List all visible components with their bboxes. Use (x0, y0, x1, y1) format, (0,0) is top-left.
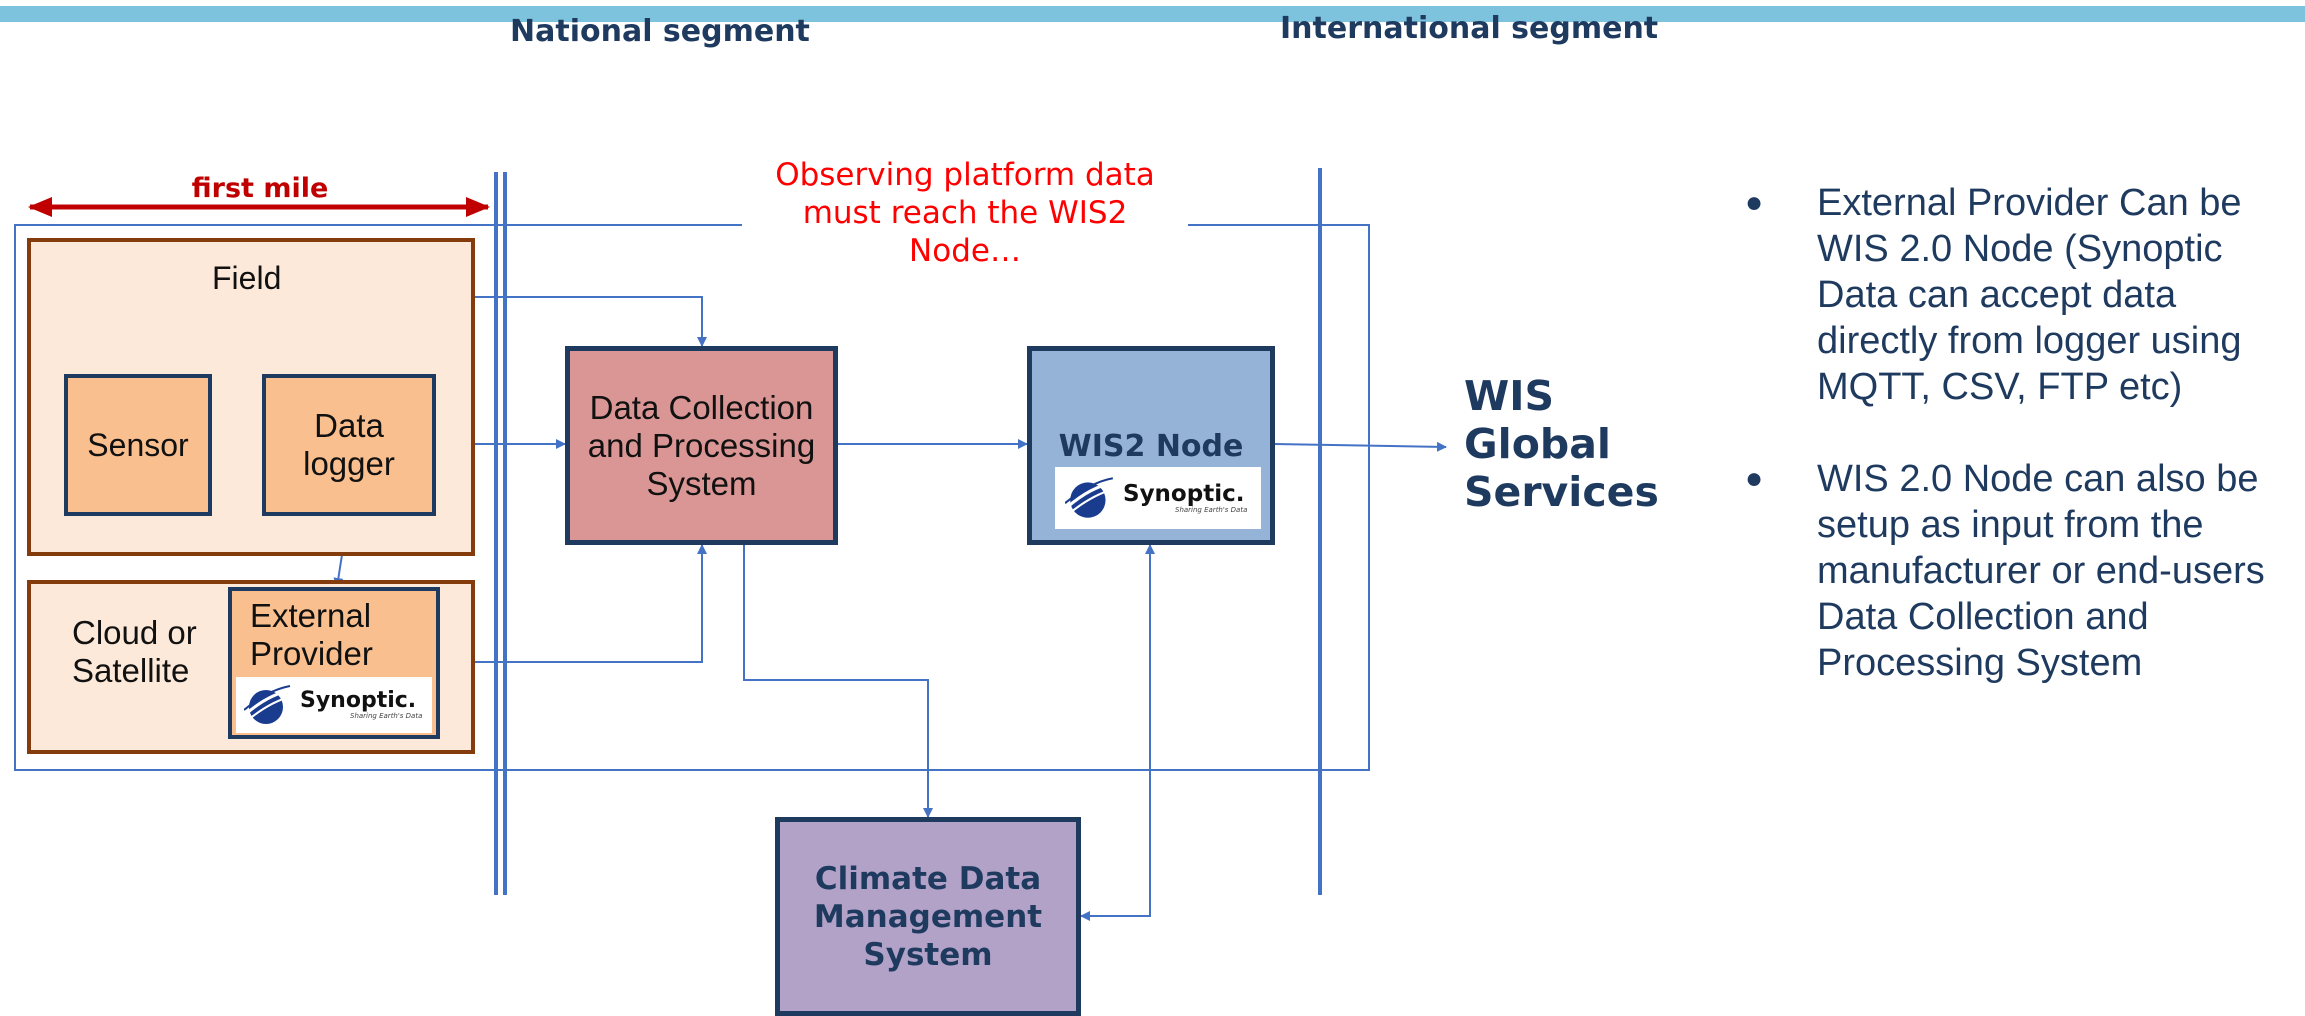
top-banner (0, 6, 2305, 22)
first-mile-label: first mile (191, 173, 329, 204)
sensor-node[interactable]: Sensor (64, 374, 212, 516)
wis2-node-label: WIS2 Node (1058, 429, 1244, 464)
bullet-item: ● External Provider Can be WIS 2.0 Node … (1745, 180, 2285, 410)
cdms-wis2-connector (1080, 544, 1155, 921)
external-provider-node[interactable]: External Provider Synoptic. Sharing Eart… (228, 587, 440, 739)
synoptic-globe-icon (1065, 477, 1116, 518)
synoptic-globe-icon (244, 685, 293, 724)
bullet-dot-icon: ● (1745, 462, 1764, 495)
wis2-requirement-note: Observing platform data must reach the W… (742, 150, 1188, 276)
synoptic-logo: Synoptic. Sharing Earth's Data (236, 677, 432, 733)
bullet-text: WIS 2.0 Node can also be setup as input … (1817, 458, 2265, 684)
bullet-text: External Provider Can be WIS 2.0 Node (S… (1817, 182, 2242, 408)
sensor-label: Sensor (87, 426, 189, 463)
synoptic-logo-wis2: Synoptic. Sharing Earth's Data (1055, 467, 1261, 529)
synoptic-logo-tagline: Sharing Earth's Data (1175, 505, 1248, 514)
data-logger-node[interactable]: Data logger (262, 374, 436, 516)
national-segment-label: National segment (510, 14, 810, 49)
wis2-node[interactable]: WIS2 Node Synoptic. Sharing Earth's Data (1027, 346, 1275, 545)
synoptic-logo-name: Synoptic. (1123, 480, 1245, 507)
provider-to-dcps-connector (438, 544, 707, 663)
dcps-node[interactable]: Data Collection and Processing System (565, 346, 838, 545)
cdms-label: Climate Data Management System (813, 860, 1043, 973)
external-provider-label: External Provider (250, 597, 373, 672)
synoptic-logo-name: Synoptic. (300, 688, 417, 713)
international-segment-label: International segment (1280, 11, 1659, 46)
notes-bullet-list: ● External Provider Can be WIS 2.0 Node … (1745, 180, 2285, 732)
dcps-label: Data Collection and Processing System (587, 388, 816, 502)
system-boundary-frame (14, 224, 1370, 771)
data-logger-label: Data logger (303, 407, 395, 482)
wis-global-services-label: WIS Global Services (1464, 372, 1659, 516)
synoptic-logo-tagline: Sharing Earth's Data (350, 712, 423, 720)
cloud-satellite-label: Cloud or Satellite (72, 614, 197, 689)
dcps-to-cdms-connector (743, 545, 933, 818)
bullet-item: ● WIS 2.0 Node can also be setup as inpu… (1745, 456, 2285, 686)
wis2-to-global-connector (1273, 441, 1447, 452)
cdms-node[interactable]: Climate Data Management System (775, 817, 1081, 1016)
bullet-dot-icon: ● (1745, 186, 1764, 219)
field-label: Field (212, 260, 282, 296)
